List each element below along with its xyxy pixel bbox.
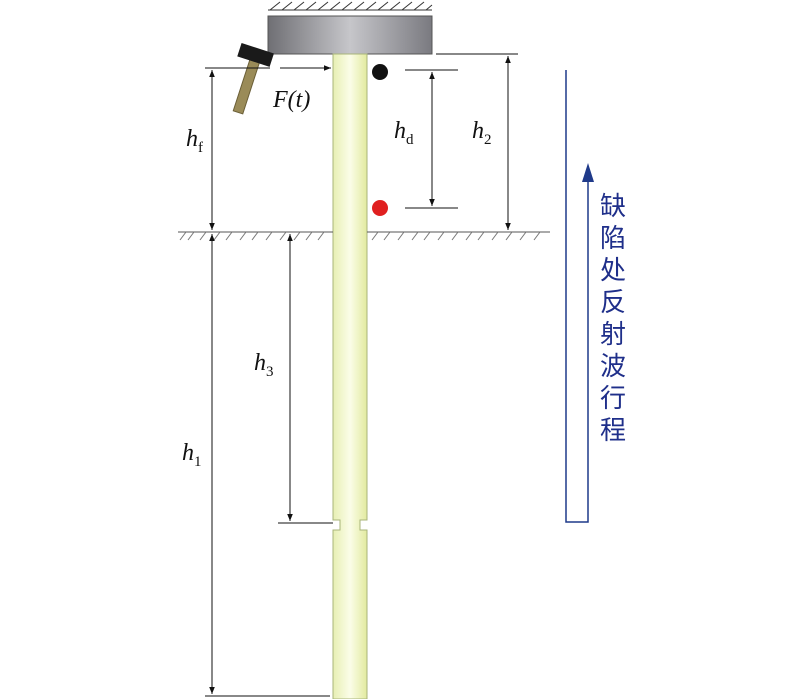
dimension-hd (405, 69, 458, 209)
sensor-dot-black (372, 64, 388, 80)
caption-char-1: 陷 (600, 224, 626, 254)
caption-char-2: 处 (600, 256, 626, 286)
caption-char-5: 波 (600, 352, 626, 382)
up-arrow-icon (582, 163, 594, 182)
dimension-h2 (436, 53, 518, 230)
h2-label: h2 (472, 118, 492, 148)
ground-surface (178, 231, 550, 241)
dimension-h3 (278, 234, 333, 524)
dimension-h1 (205, 234, 330, 697)
caption-char-7: 程 (600, 416, 626, 446)
caption-char-3: 反 (600, 288, 626, 318)
pile-shaft (332, 53, 368, 699)
pile-cap (267, 15, 433, 55)
caption-char-6: 行 (600, 384, 626, 414)
hf-label: hf (186, 126, 203, 156)
hd-label: hd (394, 118, 414, 148)
top-hatching (268, 1, 433, 11)
force-label: F(t) (272, 87, 310, 113)
hammer-icon (232, 43, 274, 115)
sensor-dot-red (372, 200, 388, 216)
defect-reflection-caption: 缺 陷 处 反 射 波 行 程 (600, 192, 626, 446)
h1-label: h1 (182, 440, 202, 470)
caption-char-0: 缺 (600, 192, 626, 222)
h3-label: h3 (254, 350, 274, 380)
dimension-hf (205, 67, 270, 230)
caption-char-4: 射 (600, 320, 626, 350)
reflection-path (565, 70, 594, 523)
